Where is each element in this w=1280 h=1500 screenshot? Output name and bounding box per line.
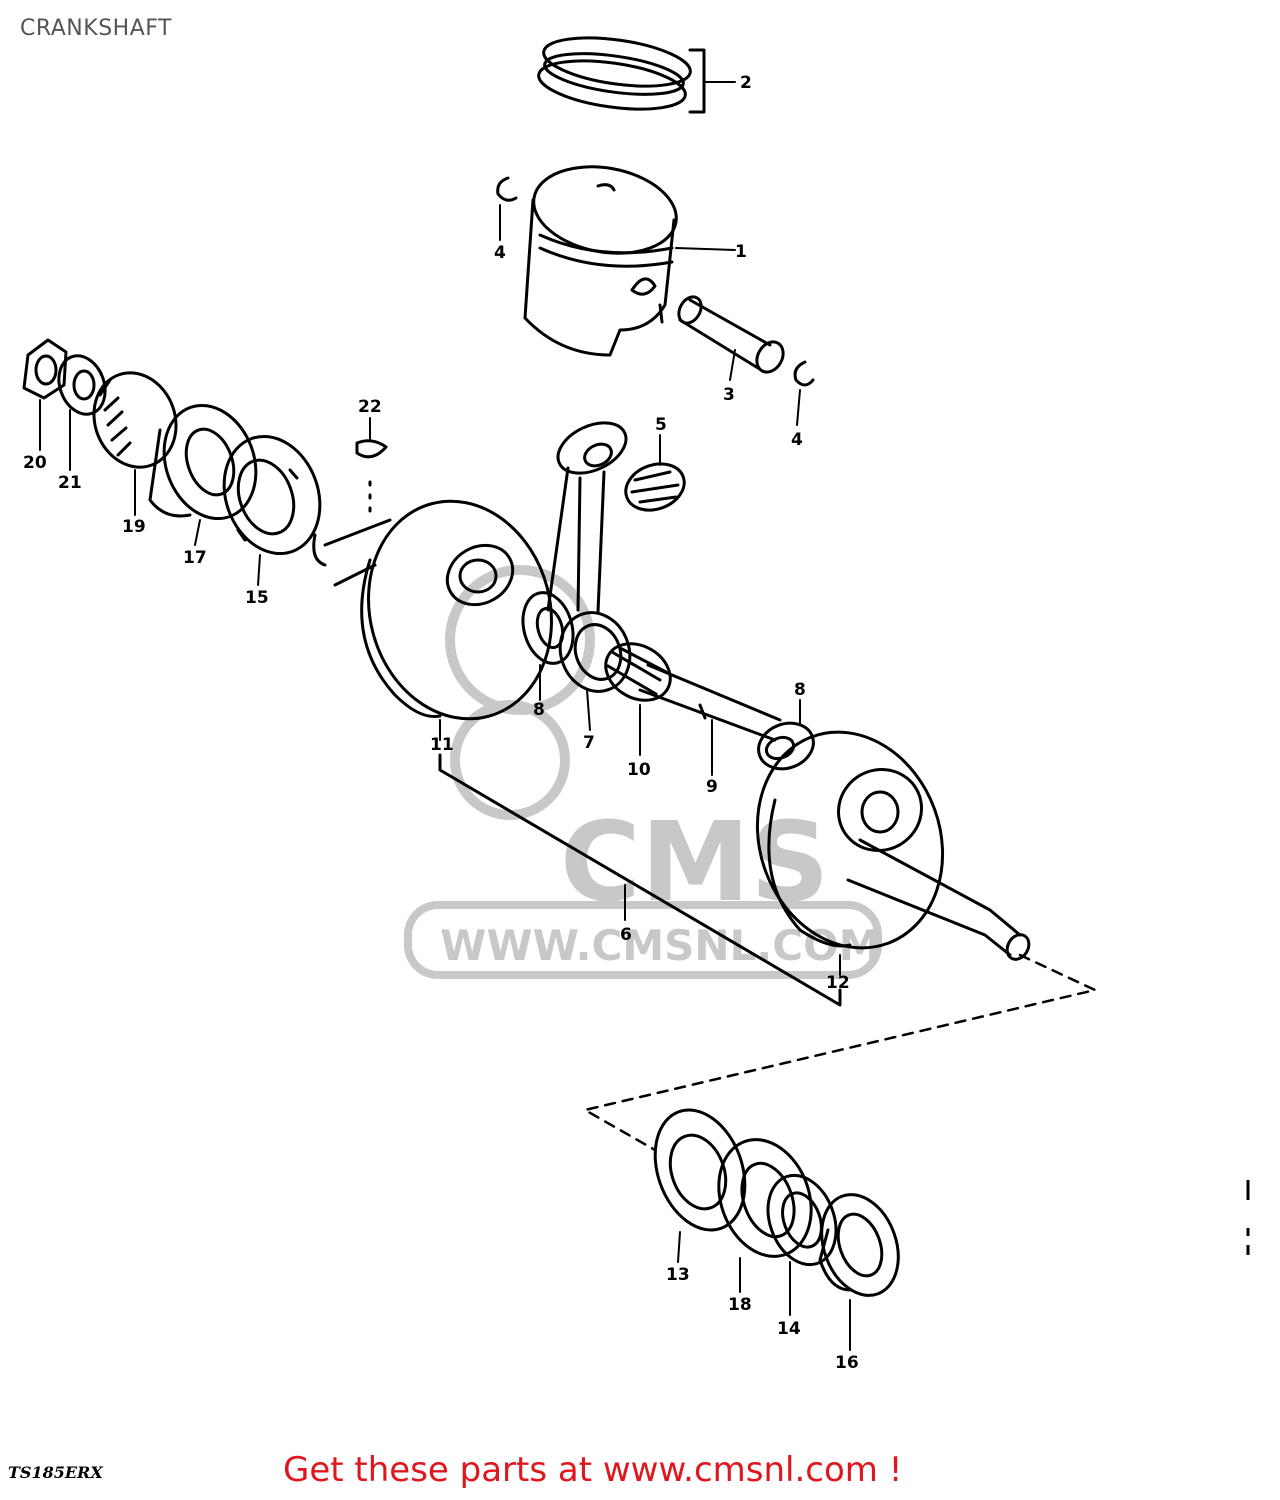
crank-pin (638, 663, 782, 742)
callout-14: 14 (777, 1319, 801, 1339)
thrust-washer-right (757, 721, 815, 771)
nut-20 (22, 338, 68, 400)
callout-17: 17 (183, 548, 207, 568)
callout-21: 21 (58, 473, 82, 493)
shim-14 (766, 1173, 838, 1267)
get-parts-link[interactable]: Get these parts at www.cmsnl.com ! (283, 1450, 903, 1490)
oil-seal-retainer (653, 1108, 747, 1232)
callout-8-right: 8 (794, 680, 806, 700)
model-code: TS185ERX (8, 1463, 103, 1482)
callout-13: 13 (666, 1265, 690, 1285)
callout-10: 10 (627, 760, 651, 780)
assembly-bracket (438, 753, 842, 1007)
callout-4-left: 4 (494, 243, 506, 263)
callout-3: 3 (723, 385, 735, 405)
piston-pin-clip-left (496, 176, 518, 202)
callout-12: 12 (826, 973, 850, 993)
callout-22: 22 (358, 397, 382, 417)
callout-2: 2 (740, 73, 752, 93)
woodruff-key (355, 439, 388, 522)
bearing-left-15 (222, 434, 322, 556)
callout-4-right: 4 (791, 430, 803, 450)
page-title: CRANKSHAFT (20, 16, 172, 41)
callout-6: 6 (620, 925, 632, 945)
callout-7: 7 (583, 733, 595, 753)
piston-pin-clip-right (793, 360, 815, 387)
callout-labels: 1 2 3 4 4 5 6 7 8 8 9 10 11 12 13 14 15 … (23, 73, 859, 1373)
crank-half-left (312, 499, 553, 721)
small-end-bearing (624, 462, 686, 512)
callout-1: 1 (735, 242, 747, 262)
callout-20: 20 (23, 453, 47, 473)
crank-half-right (755, 730, 1031, 961)
oil-seal-16 (818, 1193, 900, 1297)
dashed-reference-line (583, 953, 1097, 1152)
callout-11: 11 (430, 735, 454, 755)
callout-16: 16 (835, 1353, 859, 1373)
callout-18: 18 (728, 1295, 752, 1315)
callout-5: 5 (655, 415, 667, 435)
bearing-17 (148, 403, 258, 521)
callout-9: 9 (706, 777, 718, 797)
callout-15: 15 (245, 588, 269, 608)
callout-19: 19 (122, 517, 146, 537)
callout-8-left: 8 (533, 700, 545, 720)
leader-lines (39, 81, 851, 1351)
piston-rings (537, 36, 706, 114)
washer-21 (57, 354, 107, 416)
thrust-washer-left (521, 591, 575, 665)
connecting-rod (546, 421, 632, 693)
piston (523, 165, 678, 357)
piston-pin (677, 295, 785, 374)
watermark-site: WWW.CMSNL.COM (440, 921, 881, 970)
